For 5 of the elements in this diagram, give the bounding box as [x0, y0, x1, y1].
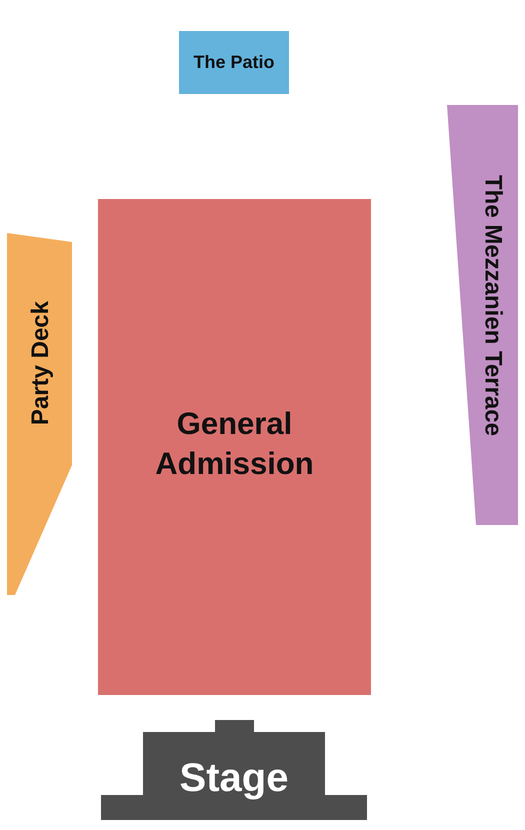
section-label: The Patio	[193, 50, 274, 74]
section-label: General Admission	[154, 404, 315, 483]
stage-label: Stage	[180, 755, 288, 802]
section-label: Party Deck	[26, 300, 56, 426]
section-label: The Mezzanien Terrace	[478, 174, 508, 436]
